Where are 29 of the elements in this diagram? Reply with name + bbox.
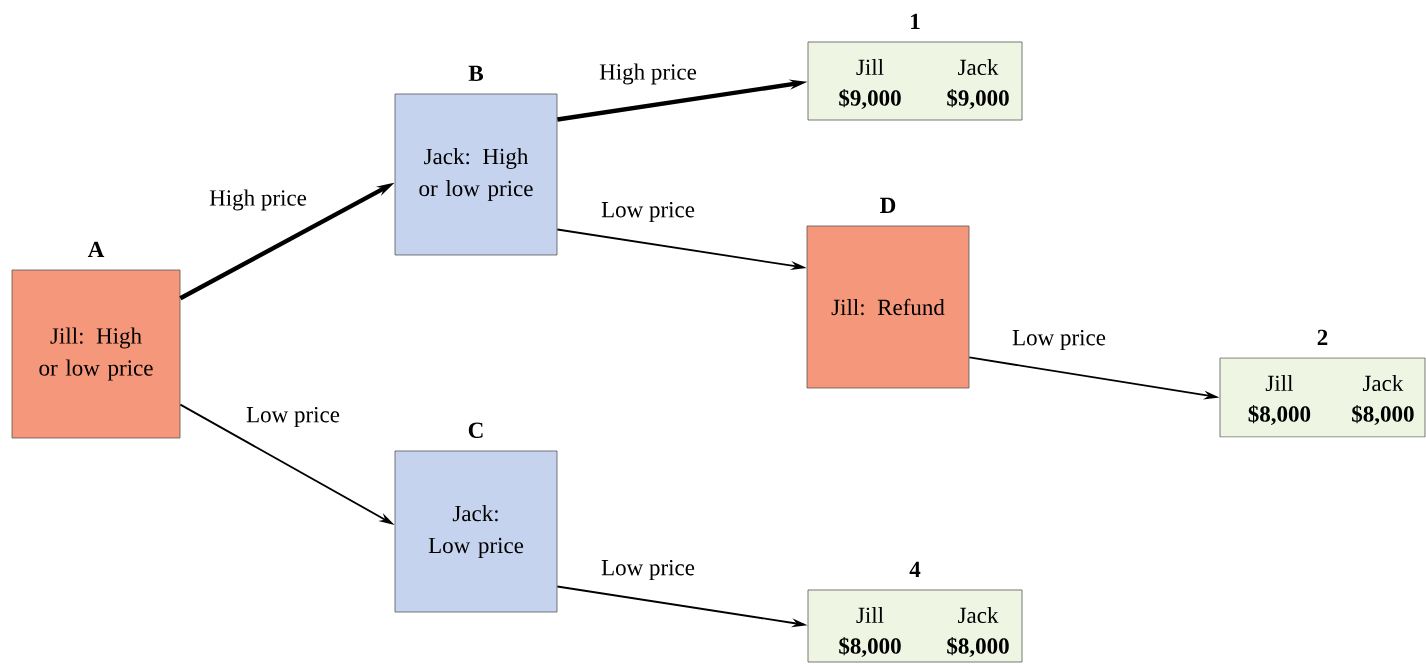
player-name: Jack: [1362, 374, 1404, 392]
payoff-amount: $8,000: [1352, 404, 1414, 426]
node-label: 4: [909, 561, 921, 577]
decision-box: Jack: Low price: [394, 450, 558, 613]
payoff-amount: $8,000: [1248, 404, 1311, 426]
node-label: A: [87, 241, 105, 257]
node-label: 2: [1317, 329, 1328, 345]
node-label: D: [880, 197, 896, 213]
player-name: Jack: [958, 606, 999, 624]
edge-label: Low price: [601, 201, 695, 223]
player-name: Jack: [958, 58, 999, 76]
node-label: 1: [911, 13, 920, 29]
payoff-amount: $8,000: [947, 636, 1009, 658]
player-name: Jill: [1265, 374, 1293, 392]
node-label: B: [468, 65, 484, 81]
edge-label: Low price: [601, 559, 695, 581]
decision-box: Jill: High or low price: [11, 269, 181, 439]
decision-box: Jack: High or low price: [394, 93, 558, 256]
player-name: Jill: [856, 58, 884, 76]
decision-box: Jill: Refund: [806, 225, 970, 389]
edge-label: High price: [209, 189, 307, 211]
edge-label: Low price: [1012, 329, 1106, 351]
edge-label: High price: [599, 63, 697, 85]
player-name: Jill: [856, 606, 884, 624]
payoff-amount: $9,000: [839, 88, 901, 110]
payoff-amount: $8,000: [839, 636, 901, 658]
node-label: C: [468, 422, 483, 438]
payoff-amount: $9,000: [947, 88, 1009, 110]
edge-label: Low price: [246, 406, 340, 428]
